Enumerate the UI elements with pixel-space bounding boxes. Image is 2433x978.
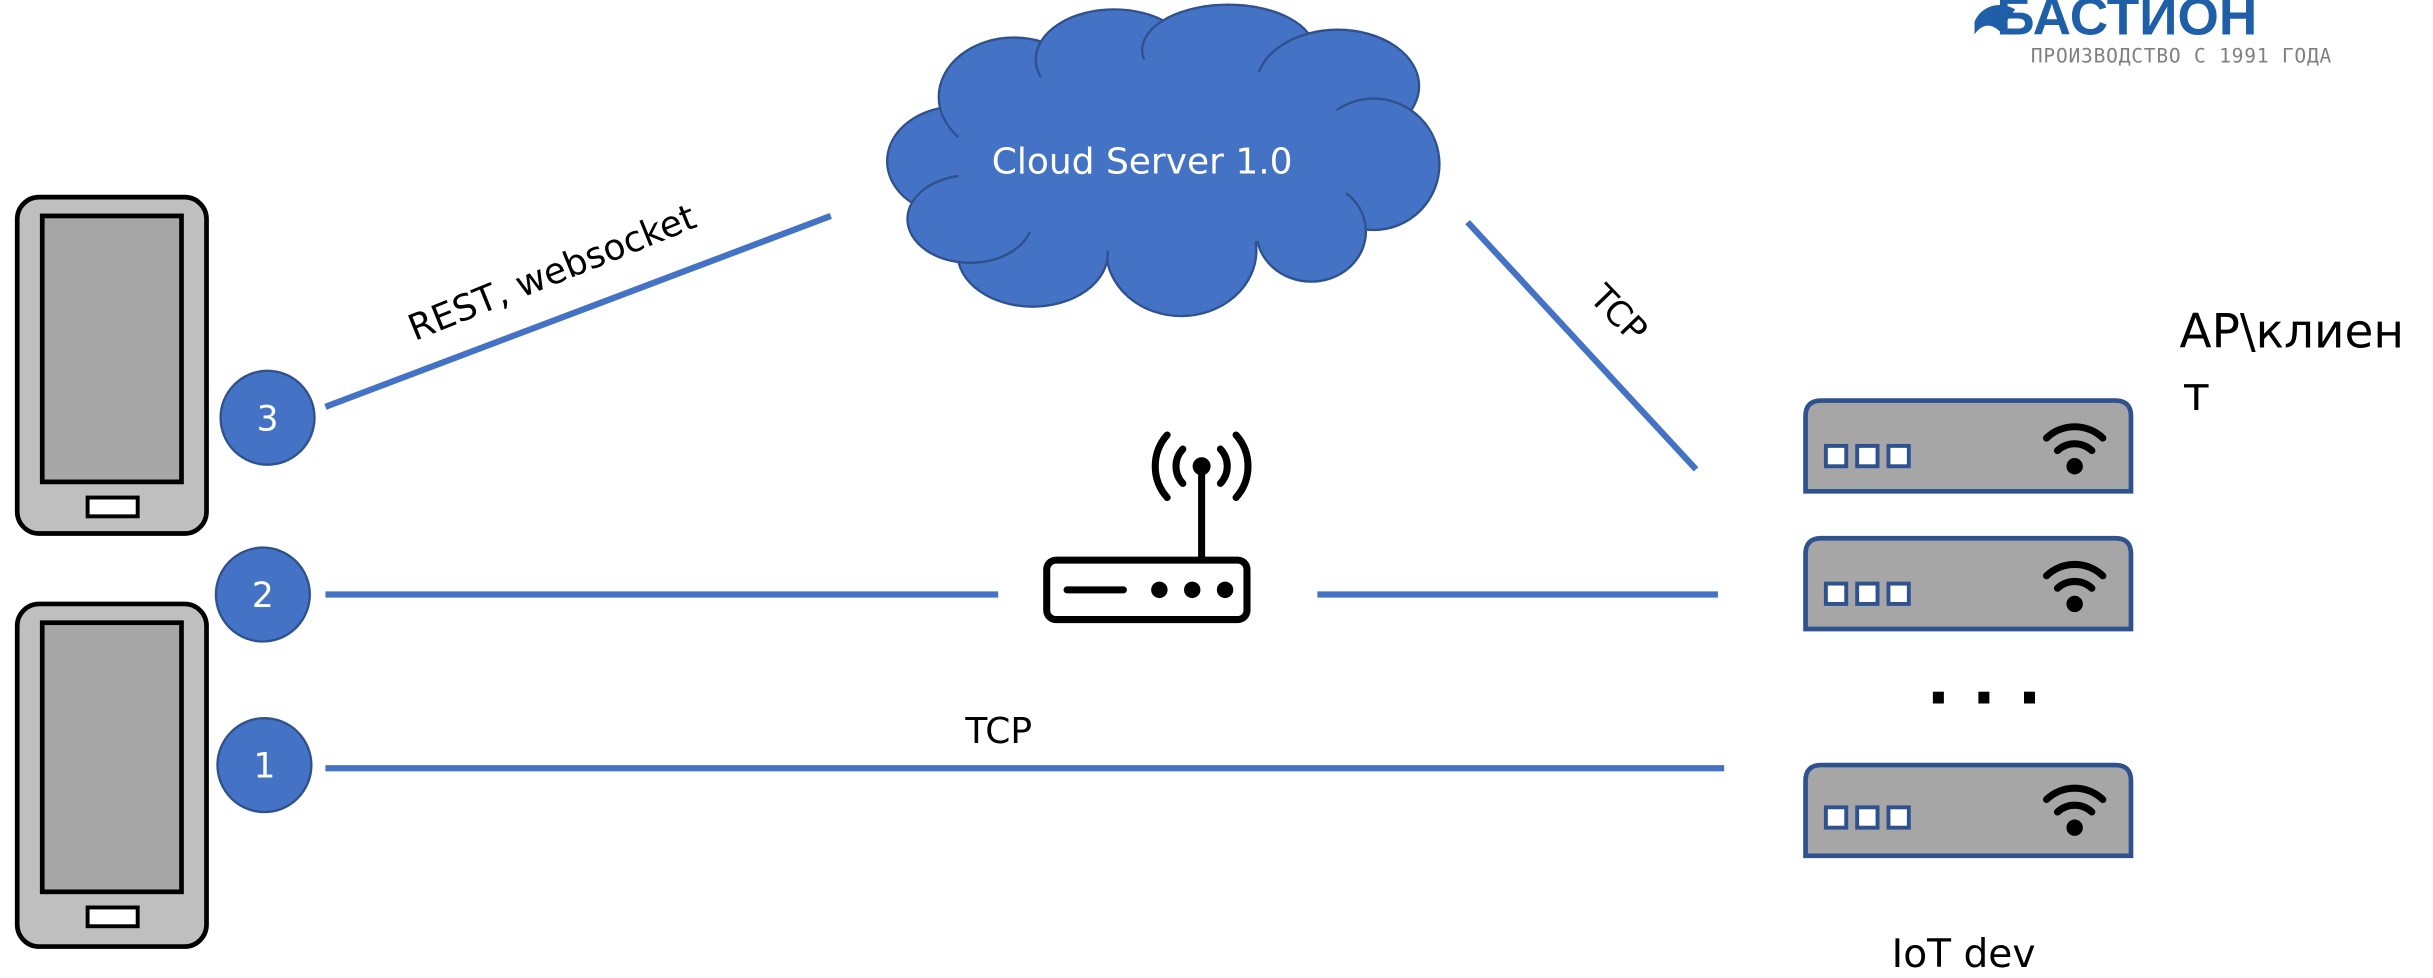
connection-lines xyxy=(324,212,1725,772)
logo-mark-icon xyxy=(1974,4,2016,35)
wifi-icon xyxy=(2042,560,2107,613)
devices-label: IoT dev xyxy=(1892,932,2036,977)
logo: БАСТИОН ПРОИЗВОДСТВО С 1991 ГОДА xyxy=(1974,0,2332,68)
device-mode-label-line2: т xyxy=(2183,367,2210,422)
cloud-device-link-label: TCP xyxy=(1581,277,1655,351)
svg-text:2: 2 xyxy=(252,576,274,616)
link-3-cloud xyxy=(324,212,832,410)
cloud-server: Cloud Server 1.0 xyxy=(885,3,1441,318)
iot-device-1 xyxy=(1803,398,2134,494)
device-mode-label-line1: AP\клиен xyxy=(2179,304,2404,359)
svg-text:1: 1 xyxy=(253,747,275,787)
phone-top xyxy=(14,194,209,536)
logo-tagline: ПРОИЗВОДСТВО С 1991 ГОДА xyxy=(2031,45,2332,68)
logo-name: БАСТИОН xyxy=(1996,0,2257,46)
device-ellipsis: · · · xyxy=(1926,662,2041,735)
wifi-icon xyxy=(2042,784,2107,836)
link-cloud-device xyxy=(1465,220,1699,472)
link-3-label: REST, websocket xyxy=(403,197,702,350)
iot-device-3 xyxy=(1803,762,2134,859)
badge-2: 2 xyxy=(214,546,311,643)
cloud-label: Cloud Server 1.0 xyxy=(992,142,1293,183)
router-icon xyxy=(1043,431,1252,624)
badge-3: 3 xyxy=(219,369,316,466)
badge-1: 1 xyxy=(216,716,313,814)
wifi-icon xyxy=(2042,423,2107,475)
link-1-label: TCP xyxy=(964,711,1032,752)
svg-text:3: 3 xyxy=(257,399,279,439)
iot-device-2 xyxy=(1803,535,2134,632)
phone-bottom xyxy=(14,601,209,949)
